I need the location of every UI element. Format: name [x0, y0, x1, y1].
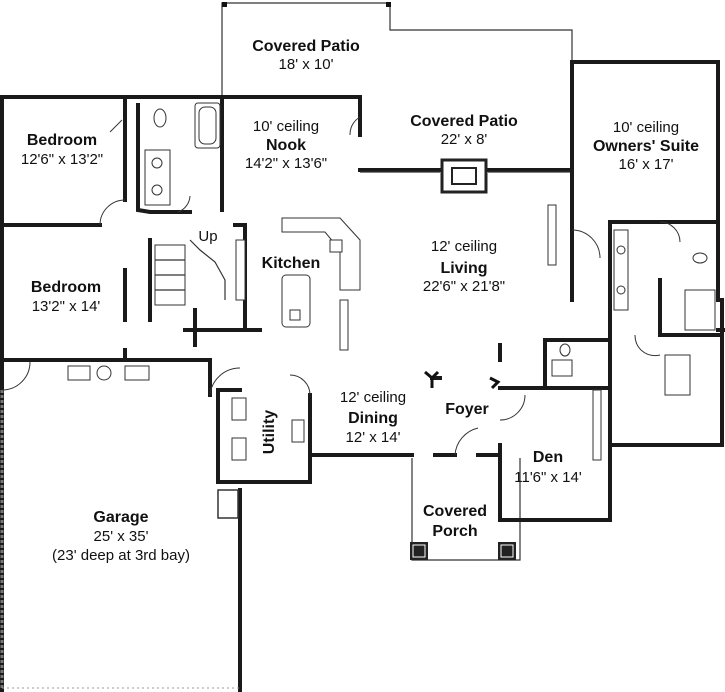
- foyer-marker: [424, 370, 440, 388]
- room-dims: 22'6" x 21'8": [423, 278, 505, 295]
- room-name: Bedroom: [31, 279, 101, 296]
- room-name: Den: [533, 449, 563, 466]
- room-name: Living: [440, 260, 487, 277]
- room-name: Bedroom: [27, 132, 97, 149]
- room-label-patio-top: Covered Patio 18' x 10': [252, 38, 360, 73]
- room-label-bedroom-2: Bedroom 13'2" x 14': [31, 279, 101, 315]
- room-dims: 22' x 8': [441, 131, 488, 148]
- room-dims: 16' x 17': [619, 156, 674, 173]
- stairs-label: Up: [198, 228, 217, 245]
- room-name: Garage: [93, 509, 148, 526]
- room-label-living: 12' ceiling Living 22'6" x 21'8": [423, 238, 505, 295]
- room-label-garage: Garage 25' x 35' (23' deep at 3rd bay): [52, 509, 190, 564]
- room-label-kitchen: Kitchen: [262, 255, 321, 272]
- garage-door-panel: [217, 489, 239, 519]
- stairs: [154, 239, 226, 306]
- room-label-nook: 10' ceiling Nook 14'2" x 13'6": [245, 118, 327, 172]
- room-ceiling: 12' ceiling: [431, 238, 497, 255]
- room-dims: 11'6" x 14': [514, 469, 582, 486]
- room-name: Covered Patio: [252, 38, 360, 55]
- room-label-dining: 12' ceiling Dining 12' x 14': [340, 389, 406, 446]
- room-ceiling: 10' ceiling: [613, 119, 679, 136]
- room-note: (23' deep at 3rd bay): [52, 547, 190, 564]
- room-dims: 25' x 35': [94, 528, 149, 545]
- room-label-foyer: Foyer: [445, 401, 489, 418]
- room-name-line2: Porch: [432, 523, 477, 540]
- porch-columns: [410, 542, 516, 560]
- room-label-covered-porch: Covered Porch: [423, 503, 487, 540]
- entry-marker: [489, 376, 501, 390]
- room-label-bedroom-1: Bedroom 12'6" x 13'2": [21, 132, 103, 168]
- room-ceiling: 12' ceiling: [340, 389, 406, 406]
- room-name-line1: Covered: [423, 503, 487, 520]
- room-name: Dining: [348, 410, 398, 427]
- room-name: Nook: [266, 137, 306, 154]
- room-label-patio-mid: Covered Patio 22' x 8': [410, 113, 518, 148]
- room-dims: 13'2" x 14': [32, 298, 101, 315]
- room-label-den: Den 11'6" x 14': [514, 449, 582, 486]
- walls: [0, 60, 725, 692]
- room-dims: 12' x 14': [346, 429, 401, 446]
- room-name: Covered Patio: [410, 113, 518, 130]
- room-label-utility: Utility: [261, 410, 278, 455]
- room-label-owners-suite: 10' ceiling Owners' Suite 16' x 17': [593, 119, 699, 173]
- patio-outlines: [221, 2, 573, 561]
- fixtures: [67, 102, 716, 461]
- door-swings: [1, 116, 681, 456]
- room-dims: 12'6" x 13'2": [21, 151, 103, 168]
- room-dims: 18' x 10': [279, 56, 334, 73]
- room-name: Owners' Suite: [593, 138, 699, 155]
- room-ceiling: 10' ceiling: [253, 118, 319, 135]
- room-dims: 14'2" x 13'6": [245, 155, 327, 172]
